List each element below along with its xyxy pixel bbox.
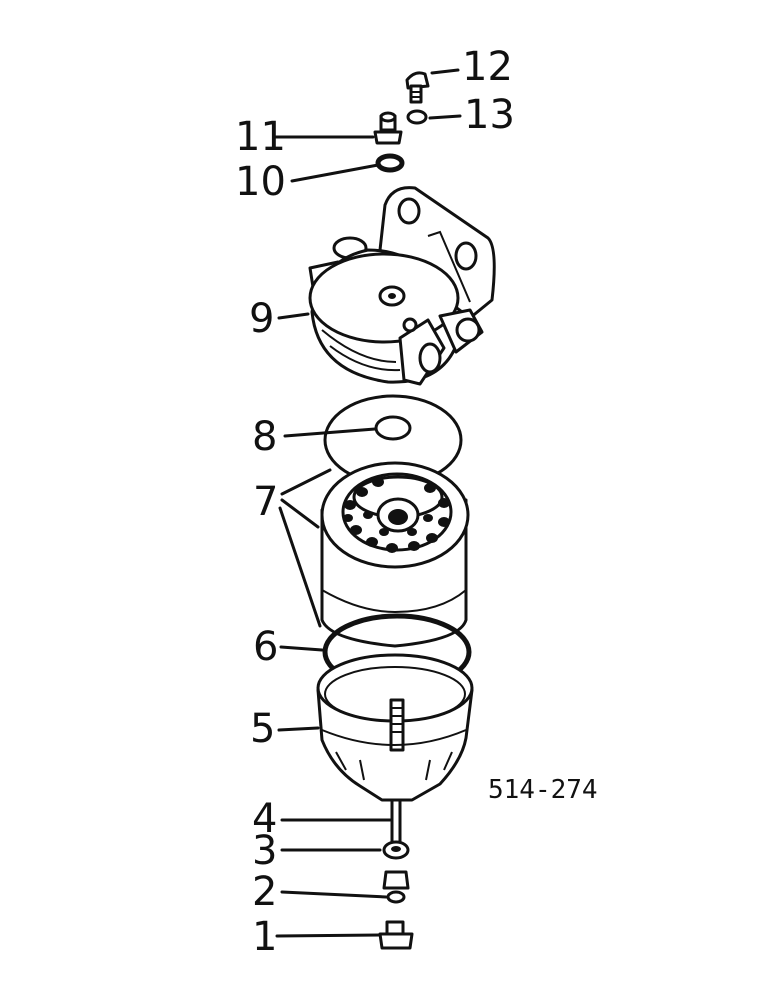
callout-9: 9: [249, 296, 274, 342]
part-7-filter-element: [320, 461, 470, 648]
callout-3: 3: [252, 828, 277, 874]
callout-labels: 12 13 11 10 9 8 7 6 5 4 3 2 1: [235, 44, 515, 960]
callout-5: 5: [250, 706, 275, 752]
part-3-washer: [382, 840, 410, 860]
figure-reference: 514-274: [488, 775, 598, 805]
leader-lines: [273, 68, 462, 938]
callout-12: 12: [462, 44, 513, 90]
callout-1: 1: [252, 914, 277, 960]
callout-2: 2: [252, 869, 277, 915]
callout-4: 4: [252, 796, 277, 842]
part-1-drain-plug: [378, 920, 414, 950]
callout-8: 8: [252, 414, 277, 460]
part-10-seal: [375, 153, 405, 173]
callout-11: 11: [235, 114, 286, 160]
part-2-fitting: [382, 870, 410, 904]
part-9-filter-head: [308, 186, 496, 386]
callout-7: 7: [253, 479, 278, 525]
part-13-washer: [406, 109, 428, 125]
part-12-bolt: [405, 71, 430, 104]
callout-10: 10: [235, 159, 286, 205]
part-11-fitting: [373, 111, 403, 145]
callout-13: 13: [464, 92, 515, 138]
part-5-bowl: [316, 653, 474, 802]
callout-6: 6: [253, 624, 278, 670]
